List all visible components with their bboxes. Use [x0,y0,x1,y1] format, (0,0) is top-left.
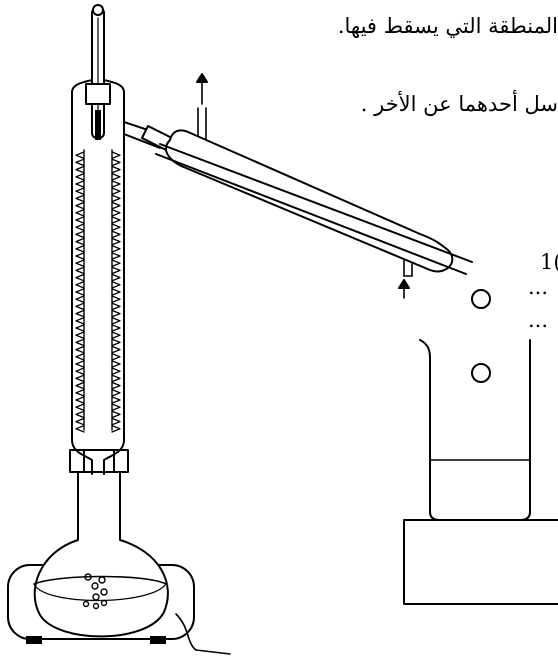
column-fin [111,360,121,368]
round-bottom-flask [33,471,169,638]
column-fin [75,172,85,181]
column-fin [111,172,121,181]
column-fin [111,244,121,253]
column-fin [111,410,121,419]
column-fin [75,388,85,397]
column-fin [111,403,121,412]
column-fin [111,194,121,203]
column-fin [75,273,85,282]
column-fin [111,424,121,433]
column-fin [111,165,121,174]
column-fin [111,230,121,239]
column-fin [75,403,85,412]
column-fin [75,309,85,318]
column-fin [111,223,121,232]
column-fin [111,367,121,376]
column-fin [75,316,85,325]
column-fin [75,180,85,188]
fractionating-column [71,59,125,475]
distillate-drops [471,289,491,383]
column-fin [111,324,121,332]
column-fin [75,367,85,376]
text-fragment-2: ... [528,275,549,299]
text-fragment-1: 1( [540,250,558,274]
column-fin [111,295,121,304]
receiving-beaker [419,339,531,521]
column-packing-fins [75,151,121,433]
column-fin [75,252,85,260]
column-fin [75,194,85,203]
column-fin [75,151,85,160]
column-fin [75,345,85,354]
column-fin [75,244,85,253]
column-fin [75,352,85,361]
text-line-2: سل أحدهما عن الأخر . [360,92,558,116]
column-fin [75,187,85,196]
column-fin [75,216,85,224]
beaker-stand [403,519,558,605]
column-fin [111,280,121,289]
column-fin [75,288,85,296]
column-fin [111,237,121,246]
column-fin [111,381,121,390]
column-fin [75,360,85,368]
column-fin [75,302,85,311]
column-fin [111,187,121,196]
column-fin [75,324,85,332]
thermometer [85,4,111,140]
column-fin [111,331,121,340]
liebig-condenser [155,129,473,275]
text-line-1: المنطقة التي يسقط فيها. [337,14,558,38]
column-fin [75,331,85,340]
column-fin [75,424,85,433]
column-fin [111,151,121,160]
column-fin [111,396,121,404]
column-fin [75,158,85,167]
column-fin [111,252,121,260]
column-fin [111,352,121,361]
column-fin [75,381,85,390]
column-fin [111,259,121,268]
column-fin [111,201,121,210]
column-fin [75,280,85,289]
column-fin [111,388,121,397]
water-inlet [398,259,413,299]
column-fin [111,417,121,426]
column-fin [111,302,121,311]
column-fin [75,396,85,404]
column-fin [111,208,121,217]
column-fin [111,338,121,347]
column-fin [75,295,85,304]
column-fin [75,374,85,383]
column-fin [75,208,85,217]
column-fin [111,158,121,167]
column-fin [75,237,85,246]
column-fin [111,345,121,354]
text-fragment-3: ... [528,308,549,332]
column-fin [75,259,85,268]
column-fin [111,216,121,224]
column-fin [111,266,121,275]
column-fin [111,309,121,318]
column-fin [75,223,85,232]
column-fin [111,288,121,296]
column-fin [75,230,85,239]
column-fin [75,338,85,347]
column-fin [75,165,85,174]
column-fin [111,374,121,383]
column-fin [75,417,85,426]
column-fin [111,180,121,188]
column-fin [75,266,85,275]
column-fin [75,201,85,210]
power-cord [175,613,231,655]
column-fin [75,410,85,419]
water-outlet [196,73,208,140]
column-fin [111,316,121,325]
column-fin [111,273,121,282]
